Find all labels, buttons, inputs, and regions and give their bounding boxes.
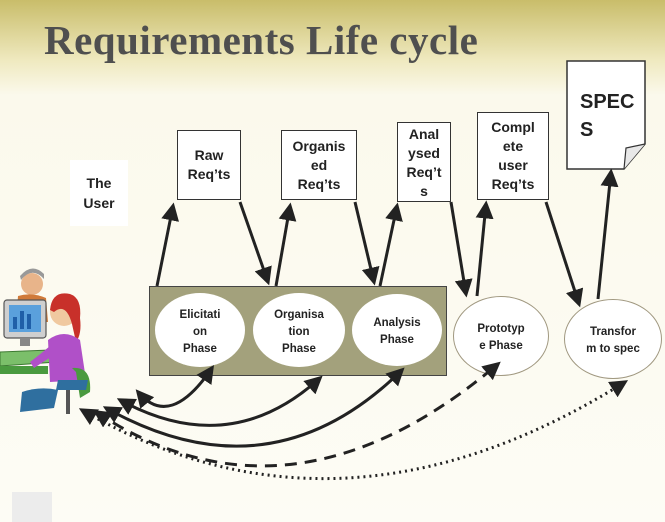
analysis-phase: Analysis Phase [352, 294, 442, 366]
elicitation-phase: Elicitati on Phase [155, 293, 245, 367]
organised-reqts-box: Organis ed Req’ts [281, 130, 357, 200]
complete-reqts-box: Compl ete user Req’ts [477, 112, 549, 200]
organisation-phase: Organisa tion Phase [253, 293, 345, 367]
user-label: The User [70, 160, 128, 226]
specs-label: SPEC S [580, 91, 635, 141]
page-title: Requirements Life cycle [44, 17, 479, 63]
document-icon [566, 60, 646, 170]
footer-placeholder [12, 492, 52, 522]
raw-reqts-box: Raw Req’ts [177, 130, 241, 200]
transform-phase: Transfor m to spec [564, 299, 662, 379]
analysed-reqts-box: Anal ysed Req’t s [397, 122, 451, 202]
